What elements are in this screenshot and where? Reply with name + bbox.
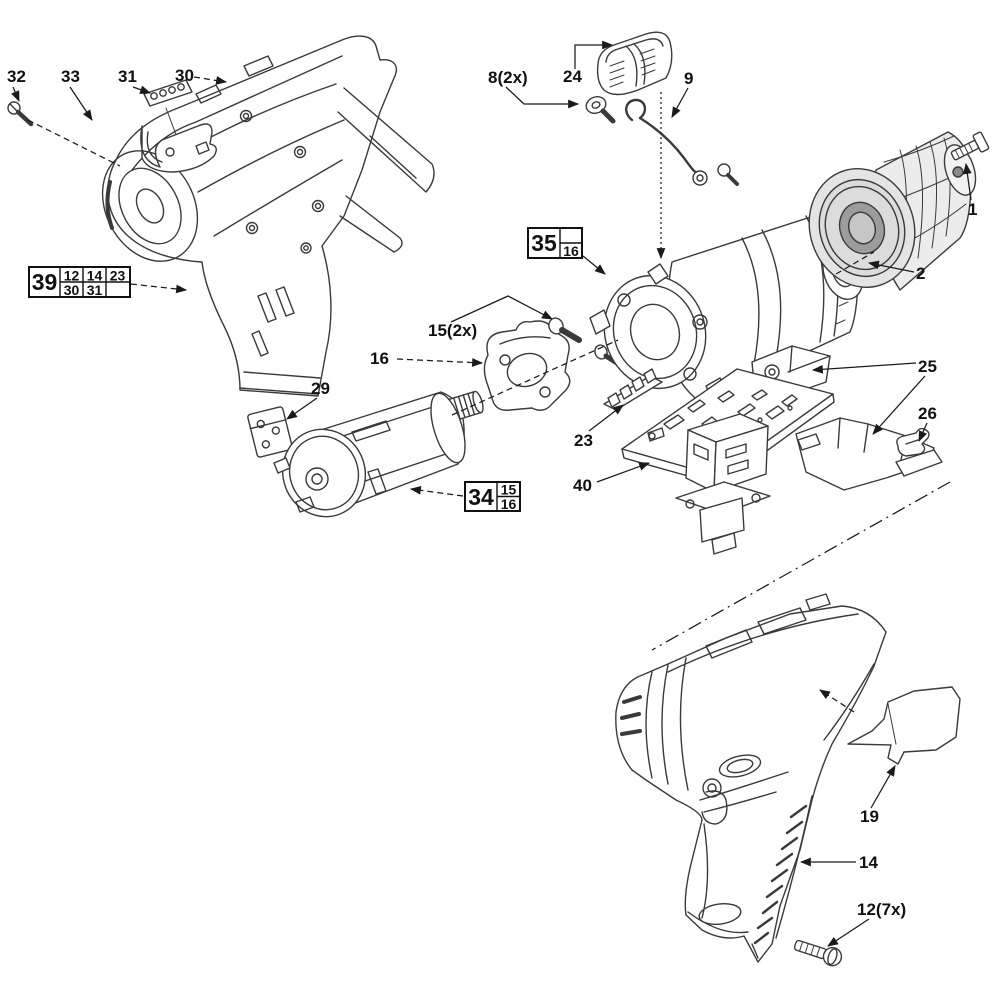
part-29-plate-drawing: [247, 406, 293, 458]
part-8-screw-drawing: [585, 96, 616, 124]
callout-23: 23: [574, 431, 593, 450]
ref-box-39-cell-14: 14: [87, 268, 103, 284]
leader-8: [505, 86, 580, 109]
chuck-drawing: [808, 131, 977, 291]
pcb-switch-assembly-drawing: [603, 368, 835, 555]
leader-25a: [872, 375, 926, 435]
leader-box34: [409, 485, 464, 497]
ref-box-35-cell-16: 16: [563, 243, 579, 259]
ref-box-39-cell-23: 23: [110, 268, 126, 284]
leader-26: [918, 422, 928, 442]
ref-box-39-cell-30: 30: [64, 282, 80, 298]
axis-gearbox-to-chuck: [835, 251, 875, 275]
axis-clip-to-housing: [27, 119, 121, 167]
ref-box-34: 34 15 16: [464, 481, 521, 512]
leader-30: [193, 76, 228, 85]
leader-lines: [11, 40, 972, 947]
callout-2: 2: [916, 264, 925, 283]
leader-33: [69, 86, 93, 121]
part-16-plate-drawing: [483, 320, 571, 411]
leader-24: [574, 40, 614, 69]
ref-box-39-main: 39: [32, 269, 58, 295]
leader-19: [870, 765, 896, 809]
part-31-strip-drawing: [143, 79, 193, 141]
ref-box-35-main: 35: [531, 230, 557, 256]
part-1-screw-drawing: [950, 131, 990, 161]
callout-9: 9: [684, 69, 693, 88]
callout-24: 24: [563, 67, 582, 86]
leader-box39: [130, 283, 188, 294]
part-12-screw-drawing: [793, 939, 843, 967]
leader-40: [596, 462, 651, 483]
axis-lines: [27, 92, 951, 713]
leader-1: [963, 162, 972, 201]
ref-box-39-cell-31: 31: [87, 282, 103, 298]
ref-box-39-cell-12: 12: [64, 268, 80, 284]
leader-23: [588, 404, 624, 432]
leader-9: [671, 87, 689, 118]
ref-box-39: 39 12 14 23 30 31: [28, 266, 131, 298]
callout-12-7x: 12(7x): [857, 900, 906, 919]
leader-29: [286, 397, 318, 420]
part-33-clip-drawing: [140, 123, 217, 173]
leader-2: [867, 260, 915, 273]
callout-15-2x: 15(2x): [428, 321, 477, 340]
callout-32: 32: [7, 67, 26, 86]
callout-14: 14: [859, 853, 878, 872]
housing-half-left-drawing: [101, 35, 435, 397]
callout-30: 30: [175, 66, 194, 85]
leader-15: [450, 295, 553, 323]
part-9-wire-drawing: [625, 98, 739, 186]
ref-box-34-main: 34: [468, 484, 494, 510]
callout-25: 25: [918, 357, 937, 376]
part-19-label-drawing: [847, 686, 961, 765]
ref-box-34-cell-15: 15: [501, 482, 517, 498]
callout-labels: 32 33 31 30 29 16 15(2x) 8(2x) 24 9 1 2 …: [7, 66, 977, 919]
leader-32: [11, 86, 20, 103]
callout-8-2x: 8(2x): [488, 68, 528, 87]
callout-19: 19: [860, 807, 879, 826]
part-32-screw-drawing: [7, 101, 34, 127]
axis-motor-to-gearbox: [451, 339, 619, 416]
centerline-lower-assembly: [651, 481, 951, 651]
leader-box35: [582, 255, 606, 275]
ref-box-35: 35 16: [527, 227, 583, 259]
drill-assembled-drawing: [615, 593, 887, 963]
leader-16: [396, 358, 484, 367]
motor-drawing: [273, 390, 484, 518]
ref-box-34-cell-16: 16: [501, 496, 517, 512]
part-24-pad-drawing: [596, 31, 673, 96]
callout-29: 29: [311, 379, 330, 398]
leader-31: [132, 85, 152, 94]
callout-26: 26: [918, 404, 937, 423]
callout-40: 40: [573, 476, 592, 495]
leader-12: [827, 918, 870, 947]
callout-16: 16: [370, 349, 389, 368]
callout-31: 31: [118, 67, 137, 86]
install-arrow-sticker: [819, 689, 855, 713]
leader-25b: [811, 362, 917, 374]
callout-1: 1: [968, 200, 977, 219]
callout-33: 33: [61, 67, 80, 86]
